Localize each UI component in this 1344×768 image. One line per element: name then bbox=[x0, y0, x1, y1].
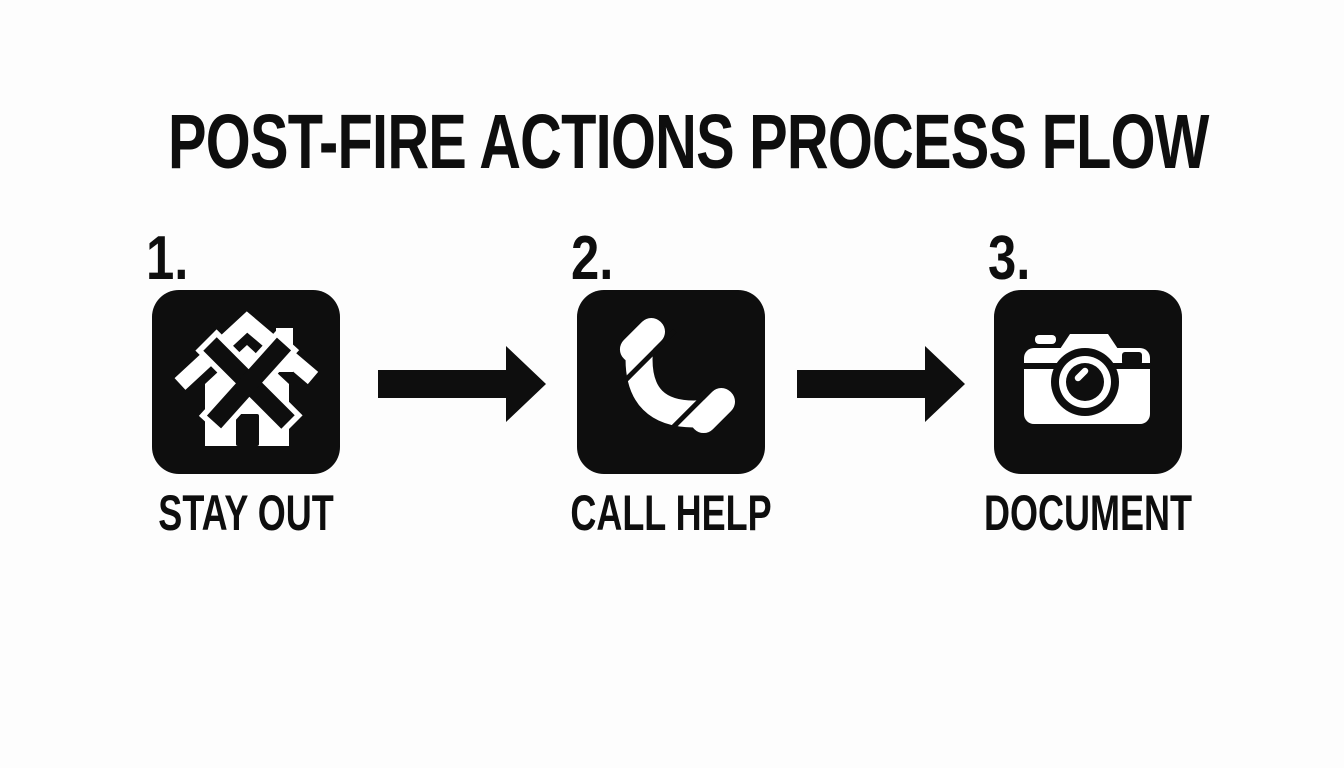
step-number: 1. bbox=[146, 224, 189, 293]
flow-arrow-right-icon bbox=[797, 346, 965, 422]
phone-handset-icon bbox=[577, 290, 765, 474]
step-label: STAY OUT bbox=[158, 485, 334, 541]
house-crossed-out-icon bbox=[152, 290, 340, 474]
flow-arrow-right-icon bbox=[378, 346, 546, 422]
step-number: 3. bbox=[988, 224, 1031, 293]
page-title: POST-FIRE ACTIONS PROCESS FLOW bbox=[168, 99, 1209, 185]
step-label: DOCUMENT bbox=[984, 485, 1192, 541]
step-label: CALL HELP bbox=[570, 485, 772, 541]
step-number: 2. bbox=[571, 224, 614, 293]
camera-icon bbox=[994, 290, 1182, 474]
